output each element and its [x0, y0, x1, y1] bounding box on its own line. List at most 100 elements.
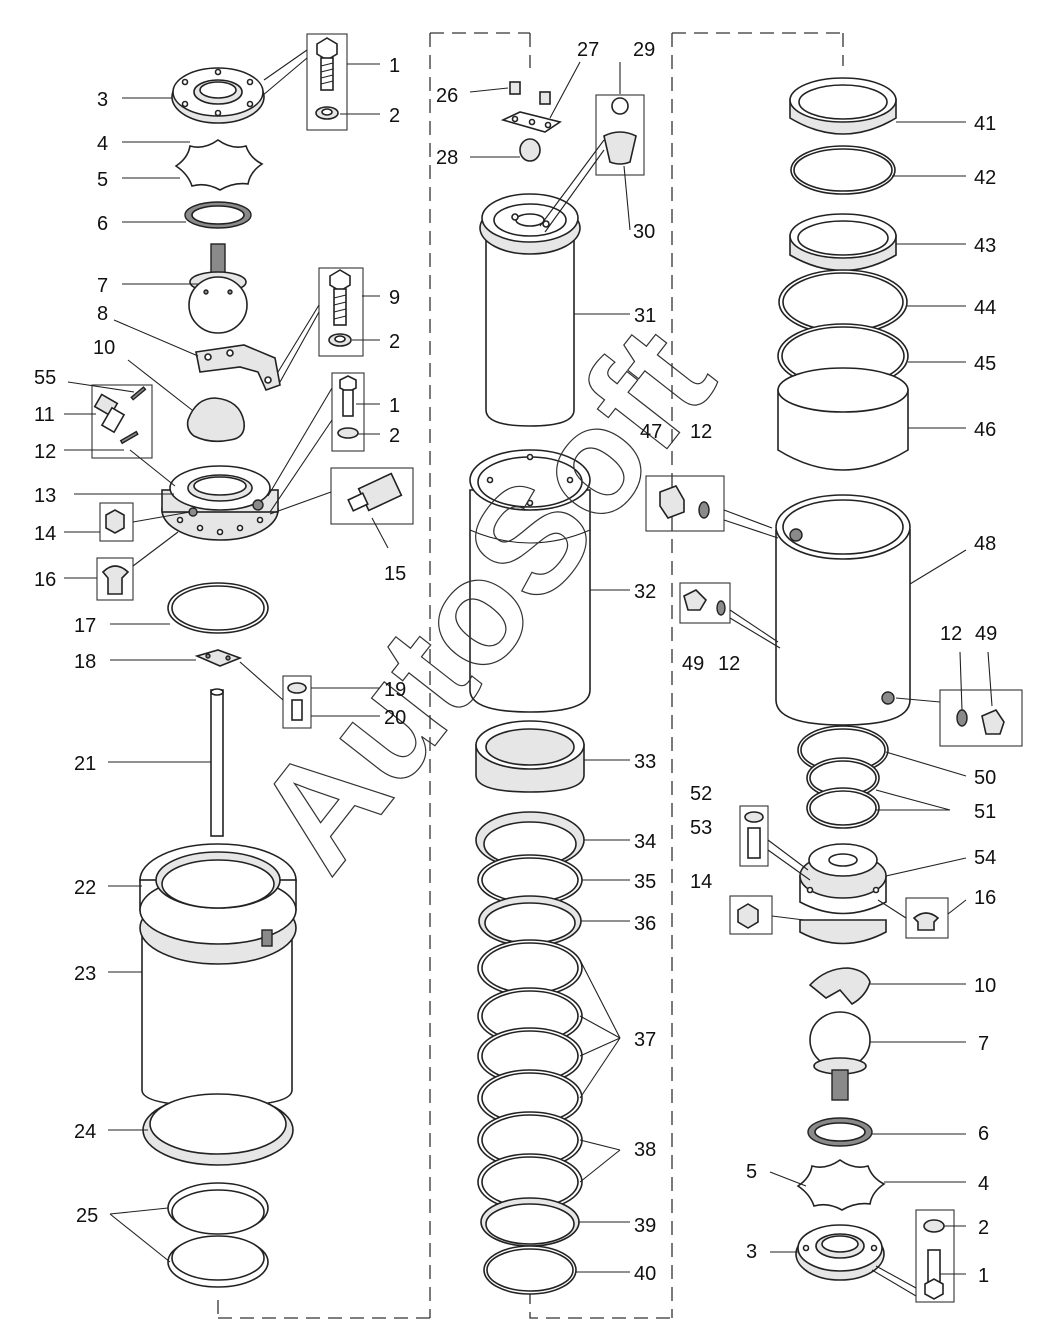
callout-31: 31 — [634, 305, 656, 327]
callout-12b: 12 — [690, 421, 712, 443]
callout-50: 50 — [974, 767, 996, 789]
callout-35: 35 — [634, 871, 656, 893]
callout-7: 7 — [97, 275, 108, 297]
plug-26 — [509, 81, 521, 95]
callout-38: 38 — [634, 1139, 656, 1161]
callout-49b: 49 — [975, 623, 997, 645]
callout-33: 33 — [634, 751, 656, 773]
callout-16b: 16 — [974, 887, 996, 909]
callout-4b: 4 — [978, 1173, 989, 1195]
callout-6: 6 — [97, 213, 108, 235]
callout-8: 8 — [97, 303, 108, 325]
ball-stud-7-lower — [809, 1011, 871, 1101]
flange-3-lower — [795, 1224, 885, 1281]
callout-14: 14 — [34, 523, 56, 545]
callout-42: 42 — [974, 167, 996, 189]
callout-32: 32 — [634, 581, 656, 603]
callout-22: 22 — [74, 877, 96, 899]
callout-10b: 10 — [974, 975, 996, 997]
callout-2: 2 — [389, 105, 400, 127]
cylinder-23 — [139, 843, 297, 1107]
callout-7b: 7 — [978, 1033, 989, 1055]
callout-29: 29 — [633, 39, 655, 61]
callout-11: 11 — [34, 404, 55, 426]
callout-55: 55 — [34, 367, 56, 389]
callout-47: 47 — [640, 421, 662, 443]
ball-stud-7 — [188, 243, 248, 334]
callout-27: 27 — [577, 39, 599, 61]
callout-52: 52 — [690, 783, 712, 805]
plug-15 — [347, 472, 403, 512]
callout-39: 39 — [634, 1215, 656, 1237]
shell-10 — [186, 397, 246, 443]
callout-3b: 3 — [746, 1241, 757, 1263]
callout-5: 5 — [97, 169, 108, 191]
housing-13 — [161, 465, 279, 541]
callout-12d: 12 — [940, 623, 962, 645]
assembly-frame-lines — [217, 32, 844, 1319]
callout-44: 44 — [974, 297, 996, 319]
callout-2d: 2 — [978, 1217, 989, 1239]
callout-49a: 49 — [682, 653, 704, 675]
fitting-47 — [659, 485, 685, 519]
callout-46: 46 — [974, 419, 996, 441]
callout-13: 13 — [34, 485, 56, 507]
callout-19: 19 — [384, 679, 406, 701]
callout-10: 10 — [93, 337, 115, 359]
callout-6b: 6 — [978, 1123, 989, 1145]
callout-28: 28 — [436, 147, 458, 169]
cylinder-32 — [469, 449, 591, 713]
callout-labels: 1 2 3 4 5 6 7 8 9 2 10 55 11 12 1 2 13 1… — [34, 39, 997, 1287]
rod-21 — [210, 689, 224, 837]
callout-23: 23 — [74, 963, 96, 985]
fitting-28 — [519, 138, 541, 162]
fitting-box — [91, 384, 153, 459]
callout-43: 43 — [974, 235, 996, 257]
right-column-parts — [645, 77, 1023, 1303]
callout-5b: 5 — [746, 1161, 757, 1183]
callout-36: 36 — [634, 913, 656, 935]
callout-9: 9 — [389, 287, 400, 309]
bracket-8 — [195, 344, 281, 392]
cylinder-48 — [775, 494, 911, 726]
callout-1c: 1 — [978, 1265, 989, 1287]
seat-30 — [603, 131, 637, 165]
housing-54 — [799, 843, 887, 945]
callout-41: 41 — [974, 113, 996, 135]
ring-stack — [475, 811, 585, 1295]
leader-lines — [64, 49, 993, 1297]
callout-48: 48 — [974, 533, 996, 555]
bolt-washer-box — [306, 33, 348, 131]
callout-14b: 14 — [690, 871, 712, 893]
callout-51: 51 — [974, 801, 996, 823]
fitting-11 — [93, 386, 147, 445]
callout-20: 20 — [384, 707, 406, 729]
callout-18: 18 — [74, 651, 96, 673]
bushing-33 — [475, 720, 585, 793]
callout-54: 54 — [974, 847, 996, 869]
callout-40: 40 — [634, 1263, 656, 1285]
flange-3 — [171, 67, 265, 124]
callout-1b: 1 — [389, 395, 400, 417]
callout-24: 24 — [74, 1121, 96, 1143]
callout-12c: 12 — [718, 653, 740, 675]
callout-25: 25 — [76, 1205, 98, 1227]
shell-10-lower — [808, 967, 871, 1006]
callout-2c: 2 — [389, 425, 400, 447]
callout-17: 17 — [74, 615, 96, 637]
callout-1: 1 — [389, 55, 400, 77]
callout-30: 30 — [633, 221, 655, 243]
callout-16: 16 — [34, 569, 56, 591]
watermark-text: AutoSoft — [223, 297, 745, 899]
bolt-1 — [316, 37, 338, 91]
callout-3: 3 — [97, 89, 108, 111]
middle-column-parts — [469, 81, 645, 1295]
callout-4: 4 — [97, 133, 108, 155]
callout-2b: 2 — [389, 331, 400, 353]
ball-29 — [611, 97, 629, 115]
plate-18 — [194, 649, 243, 667]
callout-12: 12 — [34, 441, 56, 463]
membrane-5-lower — [796, 1159, 886, 1211]
callout-34: 34 — [634, 831, 656, 853]
